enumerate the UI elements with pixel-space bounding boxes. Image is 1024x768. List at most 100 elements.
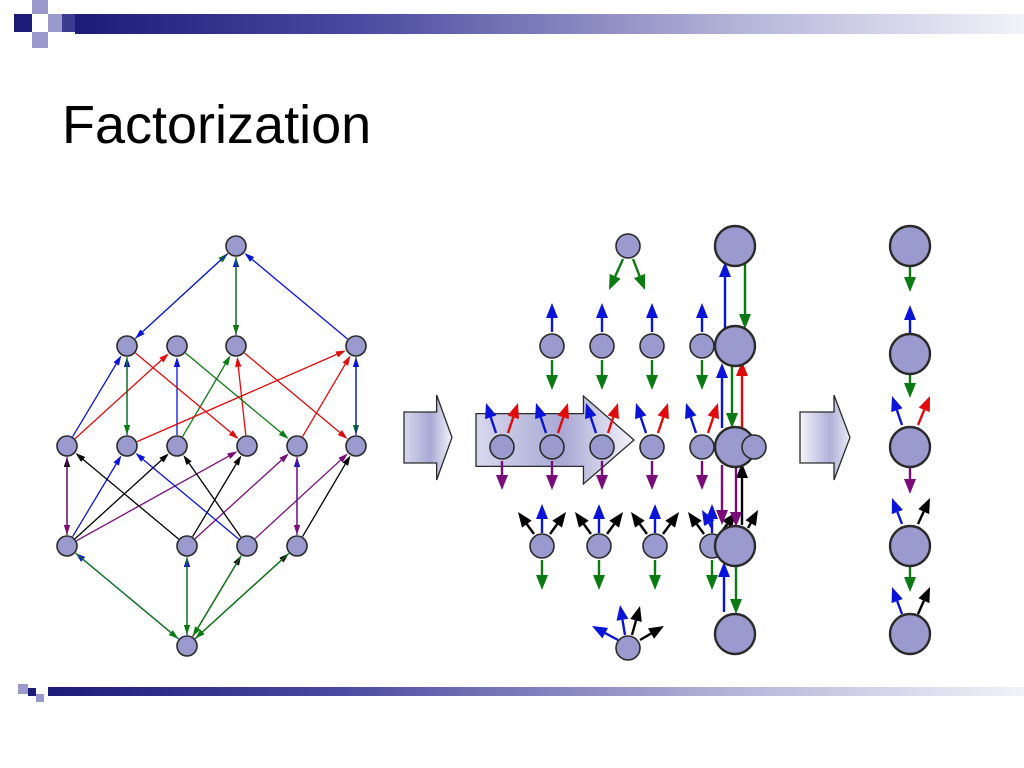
factor-arrow-purple: [904, 468, 916, 494]
factor-arrow-green: [546, 360, 558, 390]
factor-arrow-black: [631, 512, 648, 535]
factor-arrow-green: [631, 258, 646, 290]
footer-bar: [48, 687, 1024, 696]
factor-arrow-green: [593, 560, 605, 590]
factor-arrow-purple: [696, 461, 708, 490]
chain-node: [888, 425, 932, 469]
lattice-node: [286, 535, 308, 557]
lattice-edge-blue: [72, 455, 122, 537]
lattice-node: [116, 435, 138, 457]
lattice-node: [56, 535, 78, 557]
factor-arrow-blue: [719, 262, 731, 329]
lattice-node: [116, 335, 138, 357]
factor-node: [689, 434, 715, 460]
factor-arrow-green: [904, 375, 916, 398]
factor-node: [539, 333, 565, 359]
chain-node: [713, 224, 757, 268]
factor-arrow-blue: [891, 396, 904, 426]
factor-arrow-black: [662, 512, 679, 535]
factor-arrow-blue: [593, 504, 605, 533]
lattice-edge-black: [75, 453, 179, 540]
factor-arrow-black: [736, 463, 748, 525]
header-bar: [75, 14, 1024, 34]
lattice-edge-blue: [135, 252, 229, 339]
factor-arrow-blue: [616, 605, 629, 636]
factor-node: [589, 333, 615, 359]
lattice-node: [286, 435, 308, 457]
lattice-edge-red: [244, 352, 348, 439]
factor-arrow-green: [706, 560, 718, 590]
factor-arrow-blue: [696, 303, 708, 332]
factor-arrow-blue: [716, 363, 728, 428]
footer-square-light: [36, 694, 44, 702]
factor-arrow-purple: [496, 461, 508, 490]
factor-arrow-green: [904, 567, 916, 592]
factor-arrow-blue: [891, 587, 904, 615]
factor-arrow-red: [506, 403, 519, 434]
lattice-edge-green: [185, 352, 289, 439]
factor-arrow-green: [536, 560, 548, 590]
chain-node: [888, 224, 932, 268]
factor-arrow-blue: [635, 403, 648, 434]
factor-node: [589, 434, 615, 460]
factor-node: [539, 434, 565, 460]
lattice-edge-green: [183, 557, 191, 635]
factor-arrow-green: [696, 360, 708, 390]
factor-arrow-purple: [730, 465, 742, 527]
factor-arrow-red: [656, 403, 669, 434]
factor-arrow-green: [904, 267, 916, 292]
lattice-edge-black: [74, 453, 169, 540]
factor-node: [586, 533, 612, 559]
factor-node: [689, 333, 715, 359]
factor-arrow-black: [606, 512, 623, 535]
lattice-edge-green: [192, 555, 242, 637]
header-square-light: [32, 32, 48, 48]
chain-node: [713, 612, 757, 656]
factor-arrow-blue: [891, 498, 904, 525]
factor-arrow-blue: [535, 403, 548, 434]
factor-arrow-red: [556, 403, 569, 434]
lattice-node: [236, 435, 258, 457]
factor-arrow-black: [549, 512, 566, 535]
factor-arrow-green: [730, 562, 742, 614]
lattice-edge-purple: [254, 453, 348, 540]
chain-node: [888, 524, 932, 568]
lattice-edge-green: [75, 552, 179, 639]
lattice-edge-red: [74, 353, 169, 440]
lattice-edge-red: [135, 352, 239, 439]
factor-node: [615, 635, 641, 661]
footer-square-light: [18, 684, 28, 694]
factor-arrow-blue: [646, 303, 658, 332]
factor-arrow-blue: [904, 305, 916, 333]
header-square-dark: [62, 14, 75, 32]
factor-arrow-purple: [546, 461, 558, 490]
lattice-node: [225, 335, 247, 357]
header-square-light: [48, 14, 62, 32]
lattice-edge-blue: [72, 355, 122, 437]
factor-arrow-black: [916, 587, 930, 615]
factor-arrow-red: [706, 403, 719, 434]
lattice-edge-green: [123, 357, 131, 435]
factor-arrow-black: [630, 606, 642, 636]
factor-arrow-purple: [716, 465, 728, 525]
factor-arrow-black: [639, 626, 664, 642]
factor-arrow-blue: [718, 562, 730, 612]
factor-arrow-black: [745, 510, 758, 529]
factor-arrow-red: [736, 361, 748, 428]
lattice-edge-green: [182, 355, 231, 437]
header-square-dark: [14, 14, 32, 32]
factor-node: [489, 434, 515, 460]
factor-arrow-blue: [546, 303, 558, 332]
lattice-edge-purple: [293, 457, 301, 535]
factor-arrow-black: [518, 512, 535, 535]
factor-arrow-blue: [592, 626, 619, 642]
lattice-edge-blue: [352, 357, 360, 435]
lattice-edge-black: [302, 455, 351, 537]
chain-node: [888, 332, 932, 376]
lattice-edge-purple: [63, 457, 71, 535]
lattice-edge-purple: [76, 451, 238, 542]
lattice-node: [56, 435, 78, 457]
factor-arrow-blue: [485, 403, 498, 434]
lattice-edge-blue: [135, 453, 239, 540]
lattice-edge-purple: [194, 453, 289, 540]
